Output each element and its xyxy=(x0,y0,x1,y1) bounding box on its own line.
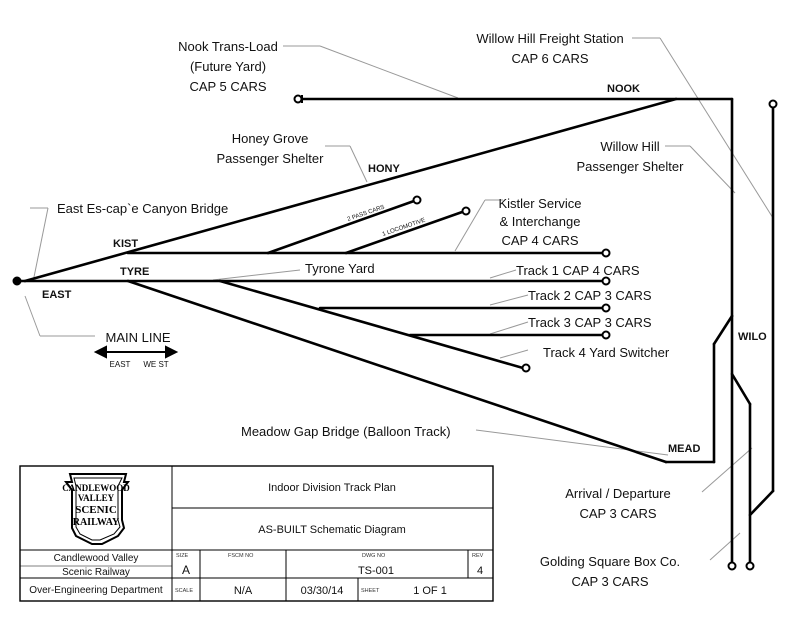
arrival-siding xyxy=(730,372,752,406)
willow-freight-label-1: Willow Hill Freight Station xyxy=(476,31,623,46)
golding-label-1: Golding Square Box Co. xyxy=(540,554,680,569)
title-block: CANDLEWOOD VALLEY SCENIC RAILWAY Indoor … xyxy=(19,465,494,602)
dwg-header: DWG NO xyxy=(362,553,386,559)
bumper-icon xyxy=(12,276,22,286)
station-nook: NOOK xyxy=(607,83,640,95)
dwg-value: TS-001 xyxy=(358,565,394,577)
meadow-gap-label: Meadow Gap Bridge (Balloon Track) xyxy=(241,424,451,439)
main-line-east: EAST xyxy=(110,360,131,369)
wilo-switch xyxy=(712,314,734,346)
east-bridge-label: East Es-cap`e Canyon Bridge xyxy=(57,201,228,216)
bumper-icon xyxy=(768,99,778,109)
size-value: A xyxy=(182,563,190,577)
size-header: SIZE xyxy=(176,553,189,559)
bumper-icon xyxy=(412,195,422,205)
bumper-icon xyxy=(601,276,611,286)
pass-car-spur xyxy=(266,199,416,255)
track4-label: Track 4 Yard Switcher xyxy=(543,345,670,360)
station-kist: KIST xyxy=(113,238,138,250)
title-line-2: AS-BUILT Schematic Diagram xyxy=(258,524,406,536)
railway-logo-icon: CANDLEWOOD VALLEY SCENIC RAILWAY xyxy=(62,473,130,545)
nook-transload-label-3: CAP 5 CARS xyxy=(189,79,266,94)
bumper-icon xyxy=(601,303,611,313)
track1-label: Track 1 CAP 4 CARS xyxy=(516,263,640,278)
station-wilo: WILO xyxy=(738,331,767,343)
company-line-1: Candlewood Valley xyxy=(54,553,139,564)
department: Over-Engineering Department xyxy=(29,585,163,596)
locomotive-spur xyxy=(344,209,467,255)
arrival-label-2: CAP 3 CARS xyxy=(579,506,656,521)
tail-track-b xyxy=(748,489,775,517)
track3-label: Track 3 CAP 3 CARS xyxy=(528,315,652,330)
nook-transload-label-2: (Future Yard) xyxy=(190,59,266,74)
main-line-west: WE ST xyxy=(143,360,168,369)
rev-value: 4 xyxy=(477,565,483,577)
leader-lines xyxy=(24,37,774,561)
main-east-nook xyxy=(23,97,678,283)
bumper-icon xyxy=(601,330,611,340)
kistler-label-2: & Interchange xyxy=(500,214,581,229)
svg-text:VALLEY: VALLEY xyxy=(78,493,115,503)
svg-text:RAILWAY: RAILWAY xyxy=(73,517,120,528)
bumper-icon xyxy=(293,94,303,104)
scale-value: N/A xyxy=(234,585,253,597)
svg-text:CANDLEWOOD: CANDLEWOOD xyxy=(62,483,130,493)
company-line-2: Scenic Railway xyxy=(62,567,130,578)
station-east: EAST xyxy=(42,289,72,301)
willow-shelter-label-1: Willow Hill xyxy=(600,139,659,154)
main-line-arrow-icon xyxy=(93,345,179,359)
kistler-label-3: CAP 4 CARS xyxy=(501,233,578,248)
left-labels: East Es-cap`e Canyon Bridge Tyrone Yard … xyxy=(57,201,670,439)
honey-grove-label-1: Honey Grove xyxy=(232,131,309,146)
nook-transload-label-1: Nook Trans-Load xyxy=(178,39,278,54)
willow-shelter-label-2: Passenger Shelter xyxy=(577,159,685,174)
sheet-header: SHEET xyxy=(361,588,380,594)
arrival-label-1: Arrival / Departure xyxy=(565,486,670,501)
station-tyre: TYRE xyxy=(120,266,149,278)
title-line-1: Indoor Division Track Plan xyxy=(268,482,396,494)
date-value: 03/30/14 xyxy=(301,585,344,597)
rev-header: REV xyxy=(472,553,484,559)
scale-header: SCALE xyxy=(175,588,193,594)
golding-label-2: CAP 3 CARS xyxy=(571,574,648,589)
location-labels: Nook Trans-Load (Future Yard) CAP 5 CARS… xyxy=(105,31,684,589)
station-mead: MEAD xyxy=(668,443,700,455)
fscm-header: FSCM NO xyxy=(228,553,254,559)
bumper-icon xyxy=(461,206,471,216)
honey-grove-label-2: Passenger Shelter xyxy=(217,151,325,166)
bumper-icon xyxy=(745,561,755,571)
bumper-icon xyxy=(521,363,531,373)
track2-label: Track 2 CAP 3 CARS xyxy=(528,288,652,303)
svg-text:SCENIC: SCENIC xyxy=(75,504,117,516)
bumper-icon xyxy=(727,561,737,571)
tracks xyxy=(16,97,775,568)
kistler-label-1: Kistler Service xyxy=(498,196,581,211)
station-codes: NOOK HONY KIST TYRE EAST WILO MEAD xyxy=(42,83,767,455)
balloon-lower xyxy=(126,279,668,464)
station-hony: HONY xyxy=(368,163,400,175)
bumper-icon xyxy=(601,248,611,258)
sheet-value: 1 OF 1 xyxy=(413,585,447,597)
main-line-label: MAIN LINE xyxy=(105,330,170,345)
tyrone-yard-label: Tyrone Yard xyxy=(305,261,375,276)
bumpers xyxy=(12,94,778,571)
track-ladder xyxy=(218,279,525,370)
willow-freight-label-2: CAP 6 CARS xyxy=(511,51,588,66)
